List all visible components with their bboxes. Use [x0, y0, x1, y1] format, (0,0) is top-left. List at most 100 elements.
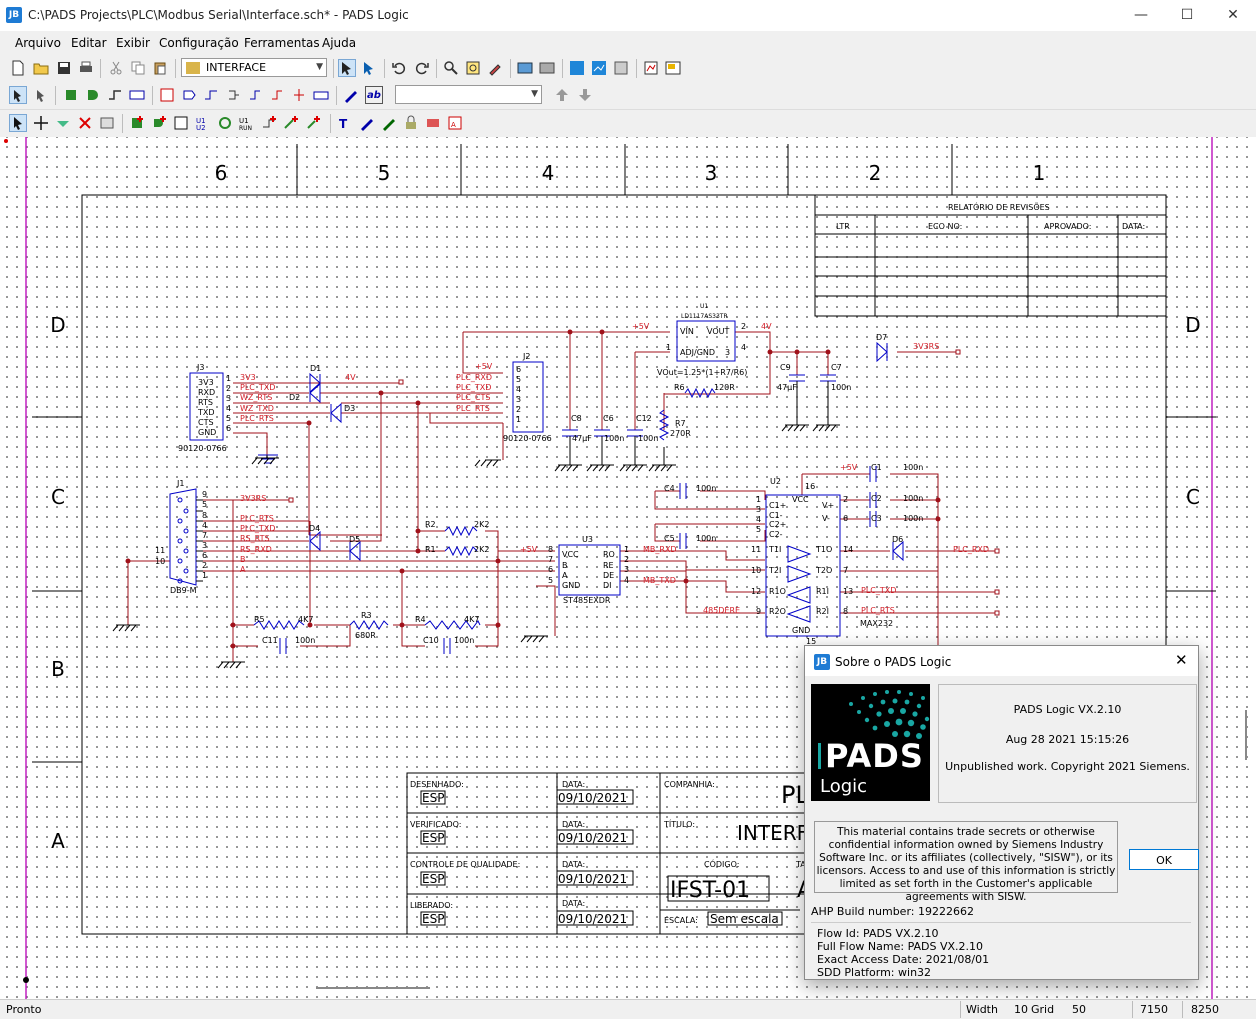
c11-ref: C11: [262, 636, 278, 645]
tb-code-label: CÓDIGO:: [704, 858, 739, 869]
label-icon[interactable]: [312, 86, 330, 104]
edit-field-icon[interactable]: [358, 114, 376, 132]
zoom-window-icon[interactable]: [464, 59, 482, 77]
minimize-button[interactable]: —: [1134, 7, 1148, 23]
net-label-icon[interactable]: [268, 86, 286, 104]
pointer-icon[interactable]: [9, 114, 27, 132]
ok-button[interactable]: OK: [1129, 849, 1199, 870]
redo-icon[interactable]: [413, 59, 431, 77]
u2-r2i: R2I: [816, 607, 829, 616]
swap-icon[interactable]: [172, 114, 190, 132]
width-label: Width: [966, 1003, 998, 1016]
drag-icon[interactable]: [54, 114, 72, 132]
rev-header-ltr: LTR: [836, 222, 850, 231]
r2-value: 2K2: [474, 520, 489, 529]
svg-text:U1: U1: [196, 117, 206, 125]
sheet-select-value: INTERFACE: [206, 61, 267, 74]
filter-select[interactable]: ▼: [395, 85, 542, 104]
connection-icon[interactable]: [106, 86, 124, 104]
field-icon[interactable]: T: [336, 114, 354, 132]
move-icon[interactable]: [32, 114, 50, 132]
properties-icon[interactable]: [98, 114, 116, 132]
report-icon[interactable]: [642, 59, 660, 77]
offpage-icon[interactable]: [158, 86, 176, 104]
add-wire-icon[interactable]: [260, 114, 278, 132]
add-component-icon[interactable]: [128, 114, 146, 132]
copy-icon[interactable]: [129, 59, 147, 77]
c9-ref: C9: [780, 363, 791, 372]
u2-num-2: 2: [843, 495, 848, 504]
net-plc-cts-j2: PLC_CTS: [456, 393, 490, 402]
tb-date-4: 09/10/2021: [558, 912, 627, 926]
pop-icon[interactable]: [538, 59, 556, 77]
router-link-icon[interactable]: [590, 59, 608, 77]
menu-arquivo[interactable]: Arquivo: [15, 36, 61, 50]
add-part-icon[interactable]: [62, 86, 80, 104]
select-net-icon[interactable]: [360, 59, 378, 77]
r2-ref: R2: [425, 520, 436, 529]
menu-exibir[interactable]: Exibir: [116, 36, 150, 50]
open-folder-icon[interactable]: [32, 59, 50, 77]
u3-num-8: 8: [548, 545, 553, 554]
u1-pin1: 1: [666, 343, 671, 352]
close-button[interactable]: ✕: [1227, 7, 1239, 23]
text-icon[interactable]: ab: [365, 86, 383, 104]
delete-icon[interactable]: [76, 114, 94, 132]
zoom-icon[interactable]: [442, 59, 460, 77]
net-3v3rs: 3V3RS: [913, 342, 939, 351]
select-mode-icon[interactable]: [9, 86, 27, 104]
cut-icon[interactable]: [107, 59, 125, 77]
paste-icon[interactable]: [151, 59, 169, 77]
menu-ajuda[interactable]: Ajuda: [322, 36, 357, 50]
group-icon[interactable]: [424, 114, 442, 132]
tb-date-3: 09/10/2021: [558, 872, 627, 886]
sheet-select[interactable]: INTERFACE▼: [181, 58, 327, 77]
library-icon[interactable]: [612, 59, 630, 77]
new-file-icon[interactable]: [9, 59, 27, 77]
u2-num-5: 5: [756, 525, 761, 534]
tb-size-label: TA: [795, 860, 806, 869]
add-bus-icon[interactable]: [282, 114, 300, 132]
u2-c1m: C1-: [769, 511, 783, 520]
layout-icon[interactable]: [664, 59, 682, 77]
redraw-icon[interactable]: [486, 59, 504, 77]
add-gate-icon[interactable]: [150, 114, 168, 132]
close-icon[interactable]: ✕: [1175, 651, 1188, 669]
rev-header-data: DATA:: [1122, 222, 1145, 231]
ecd-icon[interactable]: A: [446, 114, 464, 132]
rotate-icon[interactable]: [216, 114, 234, 132]
power-icon[interactable]: [180, 86, 198, 104]
j3-ref: J3: [196, 363, 204, 372]
arrow-down-icon[interactable]: [576, 86, 594, 104]
c10-ref: C10: [423, 636, 439, 645]
menu-editar[interactable]: Editar: [71, 36, 107, 50]
net-plc-txd-u2: PLC_TXD: [861, 586, 896, 595]
attr-icon[interactable]: [380, 114, 398, 132]
pin-icon[interactable]: [224, 86, 242, 104]
chevron-down-icon: ▼: [531, 89, 538, 99]
hier-icon[interactable]: [290, 86, 308, 104]
arrow-up-icon[interactable]: [553, 86, 571, 104]
gate-icon[interactable]: [84, 86, 102, 104]
menu-ferramentas[interactable]: Ferramentas: [244, 36, 320, 50]
u3-b: B: [562, 561, 568, 570]
maximize-button[interactable]: ☐: [1180, 7, 1194, 23]
add-connection-icon[interactable]: [304, 114, 322, 132]
lock-icon[interactable]: [402, 114, 420, 132]
menu-configuracao[interactable]: Configuração: [159, 36, 239, 50]
select-filter-icon[interactable]: [338, 59, 356, 77]
undo-icon[interactable]: [390, 59, 408, 77]
select-component-icon[interactable]: [32, 86, 50, 104]
wire-icon[interactable]: [202, 86, 220, 104]
save-icon[interactable]: [55, 59, 73, 77]
r5-value: 4K7: [298, 615, 313, 624]
ground-icon[interactable]: [246, 86, 264, 104]
print-icon[interactable]: [77, 59, 95, 77]
pcb-link-icon[interactable]: [568, 59, 586, 77]
push-icon[interactable]: [516, 59, 534, 77]
bus-icon[interactable]: [128, 86, 146, 104]
u2-vcc-num: 16: [805, 482, 815, 491]
draw-icon[interactable]: [342, 86, 360, 104]
